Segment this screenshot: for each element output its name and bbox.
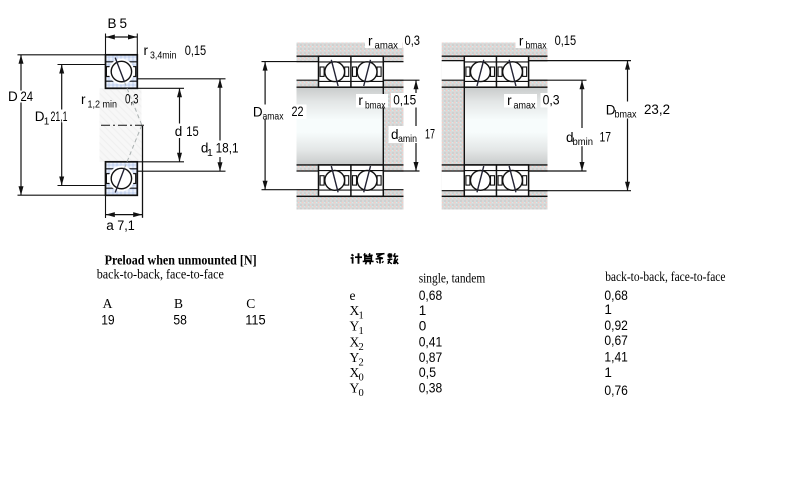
svg-text:22: 22: [292, 104, 304, 119]
svg-text:d: d: [201, 141, 209, 156]
svg-text:amax: amax: [514, 100, 537, 112]
svg-text:D: D: [8, 89, 18, 104]
svg-text:amin: amin: [398, 133, 417, 145]
svg-text:0: 0: [359, 373, 364, 384]
svg-text:Y: Y: [350, 381, 360, 396]
svg-text:18,1: 18,1: [216, 141, 239, 156]
svg-text:r: r: [144, 43, 149, 58]
svg-text:r: r: [358, 93, 363, 108]
svg-text:21,1: 21,1: [51, 109, 68, 124]
svg-text:1: 1: [604, 302, 612, 317]
svg-text:1: 1: [44, 117, 50, 128]
svg-text:0,68: 0,68: [419, 288, 443, 303]
svg-text:0,3: 0,3: [405, 33, 421, 48]
svg-text:back-to-back, face-to-face: back-to-back, face-to-face: [605, 269, 725, 284]
svg-text:1,2 min: 1,2 min: [88, 99, 118, 111]
svg-text:r: r: [81, 92, 86, 107]
svg-text:X: X: [350, 334, 360, 349]
svg-text:23,2: 23,2: [644, 102, 670, 117]
svg-text:d: d: [566, 130, 574, 145]
svg-text:0,76: 0,76: [604, 383, 628, 398]
svg-text:Y: Y: [350, 319, 360, 334]
svg-text:2: 2: [359, 358, 364, 369]
svg-text:7,1: 7,1: [117, 218, 135, 233]
svg-text:0,15: 0,15: [393, 93, 416, 108]
svg-text:1: 1: [207, 147, 213, 159]
svg-text:Y: Y: [350, 350, 360, 365]
svg-text:bmin: bmin: [573, 136, 594, 148]
svg-text:0,67: 0,67: [604, 333, 628, 348]
svg-text:0,15: 0,15: [555, 33, 577, 48]
svg-text:D: D: [606, 103, 616, 118]
svg-text:D: D: [253, 105, 263, 120]
svg-text:amax: amax: [375, 40, 399, 52]
svg-text:1: 1: [419, 303, 427, 318]
svg-text:B: B: [174, 296, 183, 311]
svg-text:back-to-back, face-to-face: back-to-back, face-to-face: [97, 266, 224, 281]
svg-text:1,41: 1,41: [604, 350, 628, 365]
svg-text:d: d: [175, 124, 183, 139]
svg-text:0,15: 0,15: [185, 43, 207, 58]
svg-text:bmax: bmax: [526, 40, 548, 52]
svg-text:0: 0: [419, 319, 427, 334]
svg-text:1: 1: [359, 326, 364, 337]
svg-text:C: C: [246, 296, 255, 311]
svg-text:58: 58: [173, 312, 187, 327]
svg-text:A: A: [103, 296, 113, 311]
svg-text:Preload when unmounted [N]: Preload when unmounted [N]: [105, 253, 257, 268]
svg-text:0,3: 0,3: [543, 93, 560, 108]
svg-text:bmax: bmax: [615, 109, 638, 121]
svg-text:0,87: 0,87: [419, 350, 443, 365]
svg-text:e: e: [350, 288, 356, 303]
svg-text:0,92: 0,92: [604, 318, 628, 333]
svg-text:19: 19: [101, 312, 115, 327]
svg-text:0,38: 0,38: [419, 381, 443, 396]
svg-text:1: 1: [359, 311, 364, 322]
svg-text:0,41: 0,41: [419, 334, 443, 349]
svg-text:0,5: 0,5: [419, 365, 436, 380]
svg-text:24: 24: [21, 89, 34, 104]
svg-text:D: D: [35, 109, 45, 124]
svg-text:115: 115: [245, 312, 266, 327]
svg-text:0: 0: [359, 388, 364, 399]
svg-text:a: a: [106, 218, 114, 233]
svg-text:0,3: 0,3: [125, 92, 139, 107]
svg-text:d: d: [391, 127, 399, 142]
svg-text:17: 17: [425, 127, 435, 142]
svg-text:r: r: [507, 93, 512, 108]
svg-text:amax: amax: [263, 111, 285, 123]
svg-text:3,4min: 3,4min: [150, 50, 177, 62]
svg-text:0,68: 0,68: [604, 288, 628, 303]
svg-text:r: r: [368, 34, 373, 49]
svg-text:B: B: [108, 16, 117, 31]
svg-text:2: 2: [359, 342, 364, 353]
svg-text:5: 5: [120, 16, 128, 31]
svg-text:X: X: [350, 303, 360, 318]
svg-text:X: X: [350, 365, 360, 380]
svg-text:single, tandem: single, tandem: [419, 270, 486, 285]
svg-text:15: 15: [186, 124, 199, 139]
svg-text:17: 17: [600, 130, 612, 145]
svg-text:bmax: bmax: [365, 100, 386, 112]
svg-text:r: r: [519, 34, 524, 49]
svg-text:1: 1: [604, 365, 612, 380]
